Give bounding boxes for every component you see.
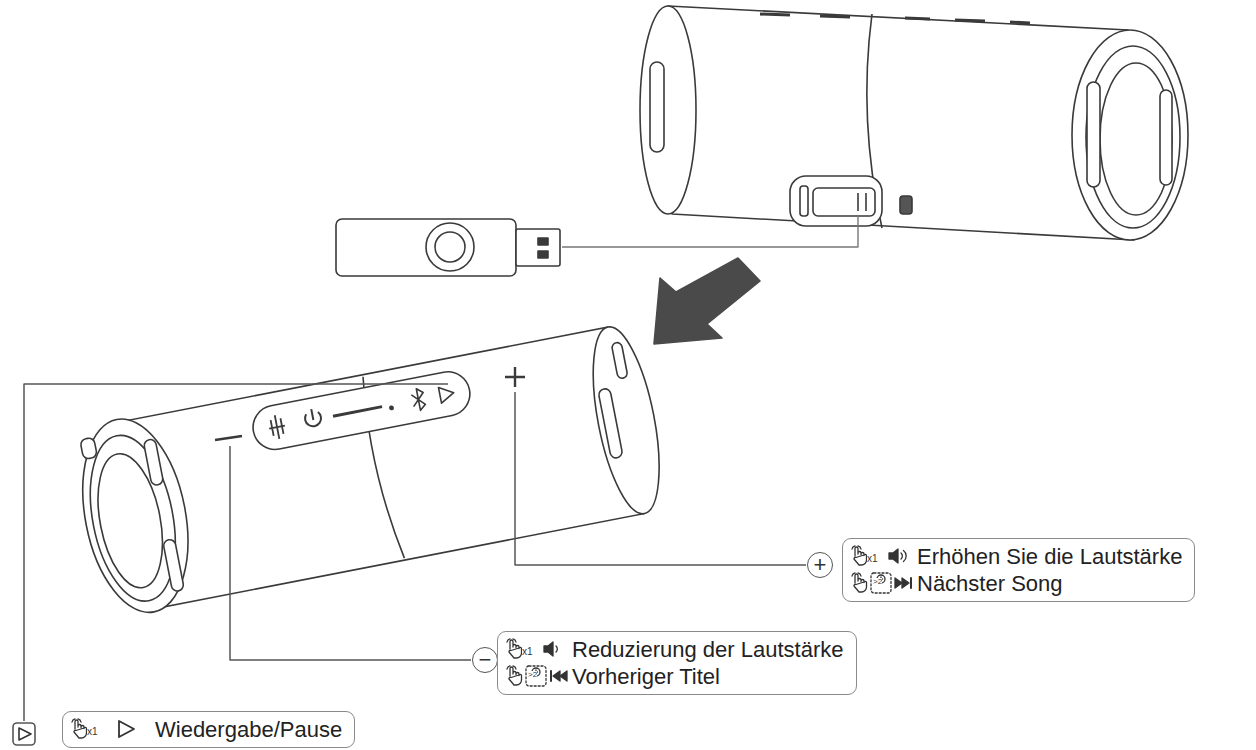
function-text: Vorheriger Titel: [572, 663, 844, 690]
next-icon: [893, 572, 915, 598]
press-count-label: >2: [873, 578, 882, 586]
hand-icon: [504, 665, 526, 691]
speaker-top-view: [640, 6, 1188, 240]
spk2-icon: [887, 545, 909, 571]
function-text: Nächster Song: [917, 570, 1182, 597]
play-icon: [115, 718, 137, 744]
button-symbol-circle: +: [807, 552, 833, 578]
press-count-label: x1: [522, 647, 533, 657]
direction-arrow: [654, 258, 760, 344]
button-symbol: −: [479, 649, 492, 671]
prev-icon: [548, 665, 570, 691]
hand-icon: [849, 572, 871, 598]
speaker-front-view: [68, 319, 673, 622]
callout-box: Reduzierung der LautstärkeVorheriger Tit…: [497, 631, 857, 695]
press-count-label: x1: [87, 727, 98, 737]
function-text: Wiedergabe/Pause: [155, 716, 342, 743]
function-text: Erhöhen Sie die Lautstärke: [917, 543, 1182, 570]
callout-box: Erhöhen Sie die LautstärkeNächster Song x…: [842, 538, 1195, 602]
press-count-label: >2: [528, 671, 537, 679]
button-symbol: +: [814, 554, 827, 576]
play-icon: [13, 723, 35, 745]
spk1-icon: [542, 638, 564, 664]
callout-box: Wiedergabe/Pause x1: [62, 711, 355, 748]
function-text: Reduzierung der Lautstärke: [572, 636, 844, 663]
usb-stick: [336, 216, 858, 276]
press-count-label: x1: [867, 554, 878, 564]
button-symbol-circle: −: [472, 647, 498, 673]
